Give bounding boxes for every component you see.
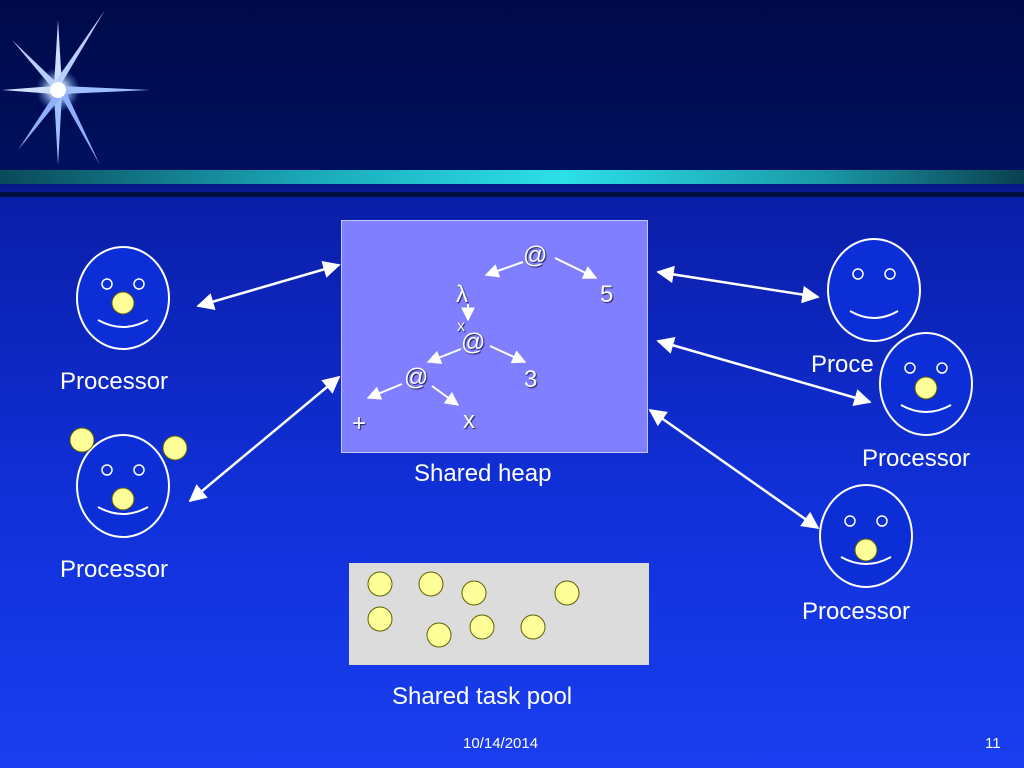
processor-heap-arrows xyxy=(188,260,872,530)
edge-mid-to-low xyxy=(426,348,462,364)
yellow-circle-icon xyxy=(426,622,452,648)
header-teal-band xyxy=(0,170,1024,184)
smiley-face-icon xyxy=(76,434,170,538)
edge-low-to-plus xyxy=(366,383,403,400)
heap-node-x: x xyxy=(463,407,475,434)
slide-number: 11 xyxy=(985,735,1001,752)
arrow-processor-3 xyxy=(656,265,820,304)
heap-node-five: 5 xyxy=(600,281,614,308)
shared-heap-box xyxy=(341,220,648,453)
header-dark-band xyxy=(0,192,1024,197)
processor-label: Processor xyxy=(60,368,169,395)
yellow-circle-icon xyxy=(69,427,95,453)
edge-at-to-lambda xyxy=(484,261,524,278)
shared-heap-label: Shared heap xyxy=(414,460,552,487)
shared-task-pool-box xyxy=(349,563,649,665)
smiley-face-icon xyxy=(827,238,921,342)
edge-mid-to-three xyxy=(489,345,527,364)
yellow-circle-icon xyxy=(461,580,487,606)
yellow-circle-icon xyxy=(520,614,546,640)
processor-label: Processor xyxy=(802,598,911,625)
task-pool-items xyxy=(367,571,580,648)
edge-at-to-five xyxy=(554,257,598,279)
smiley-face-icon xyxy=(76,246,170,350)
arrow-processor-4 xyxy=(656,336,872,407)
heap-node-lambda-var: x xyxy=(457,318,465,335)
heap-node-plus: + xyxy=(352,410,367,437)
smiley-face-icon xyxy=(819,484,913,588)
processor-label: Processor xyxy=(60,556,169,583)
heap-node-three: 3 xyxy=(524,366,538,393)
edge-low-to-x xyxy=(431,385,460,406)
footer-date: 10/14/2014 xyxy=(463,735,539,752)
heap-node-apply-low: @ xyxy=(404,364,429,391)
processor-label: Processor xyxy=(862,445,971,472)
yellow-circle-icon xyxy=(162,435,188,461)
arrow-processor-2 xyxy=(188,375,341,503)
heap-node-apply-top: @ xyxy=(523,242,548,269)
processor-label: Proce xyxy=(811,351,874,378)
yellow-circle-icon xyxy=(367,571,393,597)
smiley-face-icon xyxy=(879,332,973,436)
yellow-circle-icon xyxy=(418,571,444,597)
arrow-processor-5 xyxy=(648,408,820,530)
heap-tree-edges xyxy=(366,257,598,406)
yellow-circle-icon xyxy=(367,606,393,632)
sparkle-star-icon xyxy=(2,10,150,165)
heap-node-lambda: λ xyxy=(456,281,468,308)
yellow-circle-icon xyxy=(469,614,495,640)
arrow-processor-1 xyxy=(196,260,341,311)
heap-node-apply-mid: @ xyxy=(461,329,486,356)
shared-task-pool-label: Shared task pool xyxy=(392,683,573,710)
yellow-circle-icon xyxy=(554,580,580,606)
